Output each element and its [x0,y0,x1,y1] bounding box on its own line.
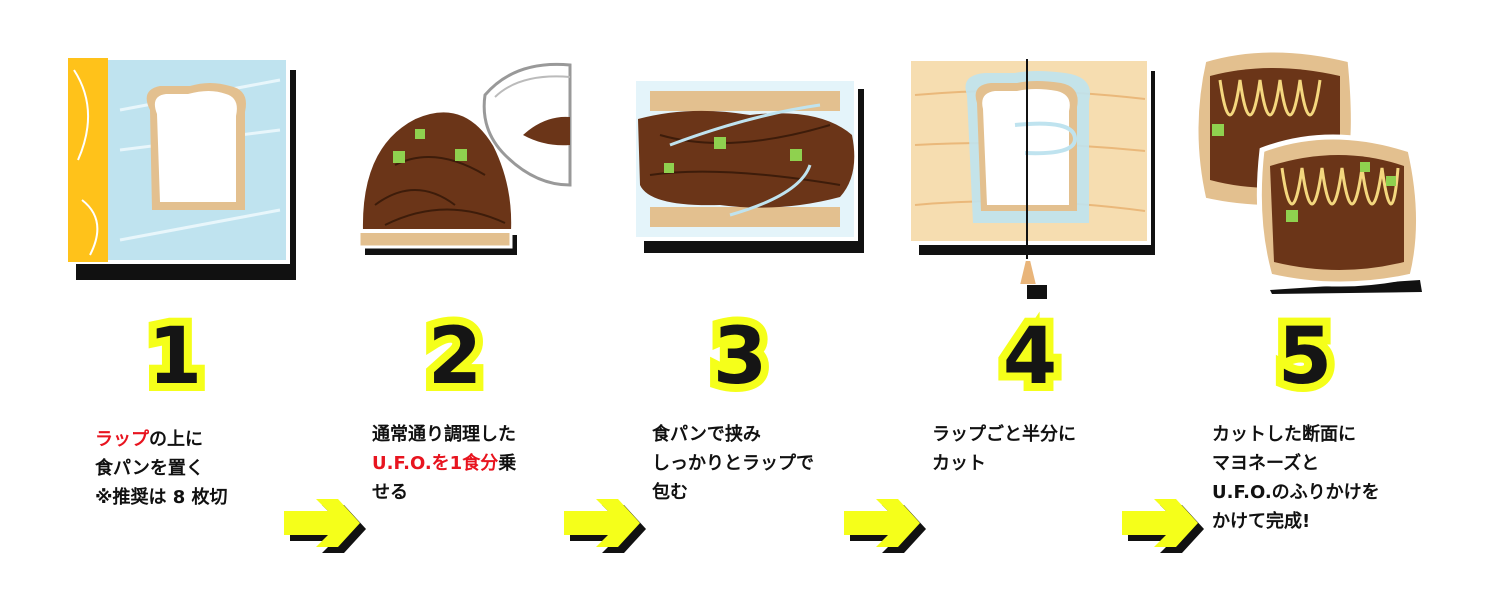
step4-line2: カット [932,449,1076,478]
step1-line1: の上に [149,429,203,450]
step5-line3: U.F.O.のふりかけを [1212,478,1380,507]
step1-description: ラップの上に 食パンを置く ※推奨は 8 枚切 [95,425,228,512]
arrow-right-icon [842,495,932,555]
step2-line1: 通常通り調理した [372,420,516,449]
step4-description: ラップごと半分に カット [932,420,1076,478]
step3-line2: しっかりとラップで [652,449,814,478]
step1-illustration [60,50,300,280]
step5-description: カットした断面に マヨネーズと U.F.O.のふりかけを かけて完成! [1212,420,1380,536]
step3-description: 食パンで挟み しっかりとラップで 包む [652,420,814,507]
step2-description: 通常通り調理した U.F.O.を1食分乗 せる [372,420,516,507]
arrow-right-icon [282,495,372,555]
arrow-right-icon [562,495,652,555]
step2-illustration [355,55,575,265]
step4-line1: ラップごと半分に [932,420,1076,449]
step1-line3: ※推奨は 8 枚切 [95,483,228,512]
step1-highlight: ラップ [95,429,149,450]
step3-line3: 包む [652,478,814,507]
step1-line2: 食パンを置く [95,454,228,483]
step2-line2: 乗 [498,453,516,474]
step5-line4: かけて完成! [1212,507,1380,536]
step5-line1: カットした断面に [1212,420,1380,449]
step5-illustration [1190,40,1430,295]
step5-line2: マヨネーズと [1212,449,1380,478]
step2-highlight: U.F.O.を1食分 [372,453,498,474]
step2-line3: せる [372,478,516,507]
step3-line1: 食パンで挟み [652,420,814,449]
step3-illustration [630,75,870,255]
step4-illustration [905,55,1155,300]
arrow-right-icon [1120,495,1210,555]
